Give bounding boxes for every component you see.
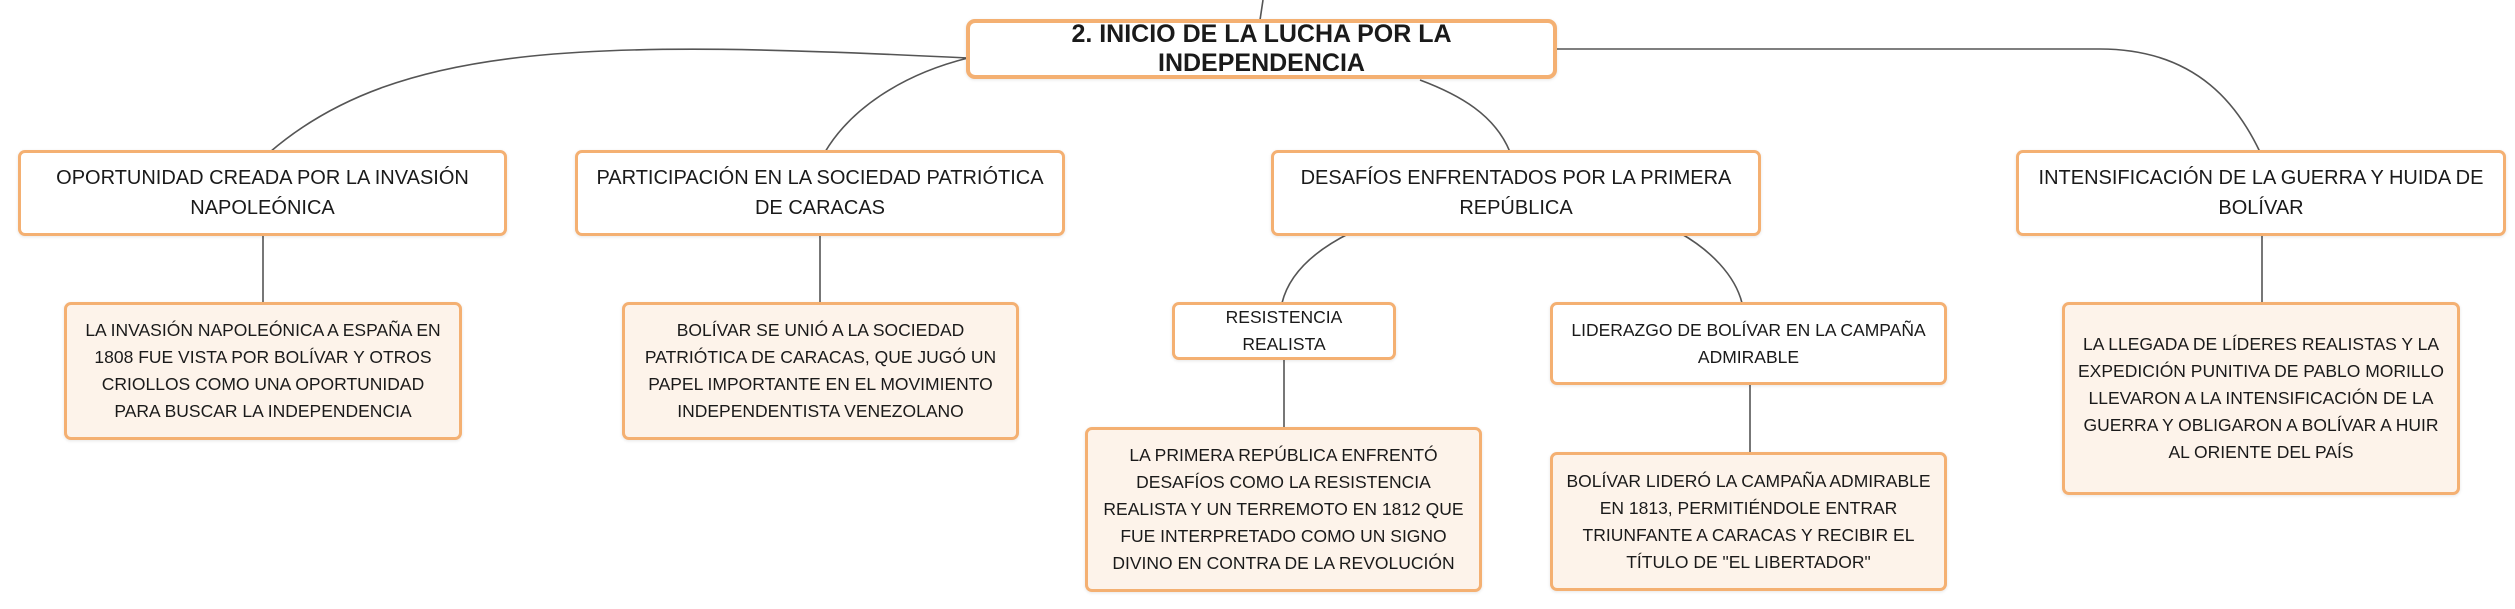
- detail-node-4[interactable]: LA LLEGADA DE LÍDERES REALISTAS Y LA EXP…: [2062, 302, 2460, 495]
- subtopic-campana-admirable[interactable]: LIDERAZGO DE BOLÍVAR EN LA CAMPAÑA ADMIR…: [1550, 302, 1947, 385]
- subtopic-resistencia-realista[interactable]: RESISTENCIA REALISTA: [1172, 302, 1396, 360]
- branch-topic-label: DESAFÍOS ENFRENTADOS POR LA PRIMERA REPÚ…: [1300, 167, 1732, 219]
- connector-branch-3-to-sub-2: [1679, 232, 1743, 304]
- detail-text: LA LLEGADA DE LÍDERES REALISTAS Y LA EXP…: [2078, 334, 2444, 462]
- detail-node-3a[interactable]: LA PRIMERA REPÚBLICA ENFRENTÓ DESAFÍOS C…: [1085, 427, 1482, 592]
- detail-text: LA INVASIÓN NAPOLEÓNICA A ESPAÑA EN 1808…: [85, 320, 441, 421]
- branch-topic-3[interactable]: DESAFÍOS ENFRENTADOS POR LA PRIMERA REPÚ…: [1271, 150, 1761, 236]
- connector-root-to-branch-1: [269, 48, 969, 153]
- detail-text: LA PRIMERA REPÚBLICA ENFRENTÓ DESAFÍOS C…: [1103, 445, 1464, 573]
- branch-topic-label: PARTICIPACIÓN EN LA SOCIEDAD PATRIÓTICA …: [596, 167, 1044, 219]
- branch-topic-label: OPORTUNIDAD CREADA POR LA INVASIÓN NAPOL…: [56, 167, 469, 219]
- connector-root-to-branch-4: [1555, 48, 2261, 153]
- connector-parent-to-root: [1259, 0, 1264, 21]
- connector-root-to-branch-3: [1419, 79, 1511, 153]
- detail-node-3b[interactable]: BOLÍVAR LIDERÓ LA CAMPAÑA ADMIRABLE EN 1…: [1550, 452, 1947, 591]
- subtopic-label: LIDERAZGO DE BOLÍVAR EN LA CAMPAÑA ADMIR…: [1571, 319, 1926, 367]
- branch-topic-2[interactable]: PARTICIPACIÓN EN LA SOCIEDAD PATRIÓTICA …: [575, 150, 1065, 236]
- connector-branch-3-to-sub-1: [1281, 232, 1351, 304]
- branch-topic-4[interactable]: INTENSIFICACIÓN DE LA GUERRA Y HUIDA DE …: [2016, 150, 2506, 236]
- branch-topic-1[interactable]: OPORTUNIDAD CREADA POR LA INVASIÓN NAPOL…: [18, 150, 507, 236]
- branch-topic-label: INTENSIFICACIÓN DE LA GUERRA Y HUIDA DE …: [2038, 167, 2484, 219]
- connector-root-to-branch-2: [824, 57, 969, 153]
- detail-text: BOLÍVAR LIDERÓ LA CAMPAÑA ADMIRABLE EN 1…: [1566, 470, 1931, 572]
- detail-node-2[interactable]: BOLÍVAR SE UNIÓ A LA SOCIEDAD PATRIÓTICA…: [622, 302, 1019, 440]
- root-topic[interactable]: 2. INICIO DE LA LUCHA POR LA INDEPENDENC…: [966, 19, 1557, 79]
- detail-text: BOLÍVAR SE UNIÓ A LA SOCIEDAD PATRIÓTICA…: [644, 320, 997, 421]
- subtopic-label: RESISTENCIA REALISTA: [1225, 307, 1343, 354]
- root-topic-label: 2. INICIO DE LA LUCHA POR LA INDEPENDENC…: [1071, 20, 1452, 77]
- detail-node-1[interactable]: LA INVASIÓN NAPOLEÓNICA A ESPAÑA EN 1808…: [64, 302, 462, 440]
